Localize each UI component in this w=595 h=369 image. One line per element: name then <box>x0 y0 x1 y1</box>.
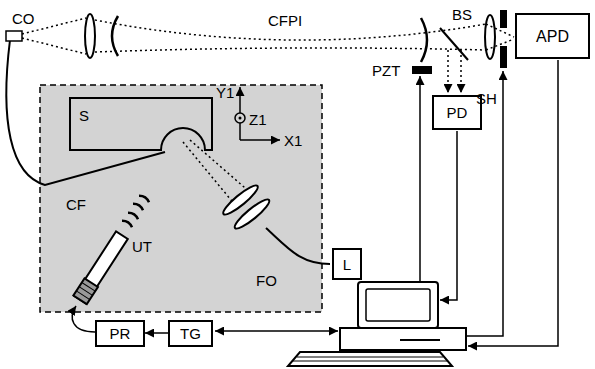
part-label: CF <box>66 196 86 213</box>
sample-stage-region <box>40 85 322 312</box>
part-label: BS <box>452 6 472 23</box>
computer-case <box>340 328 466 350</box>
transducer-body <box>74 231 128 303</box>
control-wire <box>419 76 421 282</box>
shutter <box>500 46 507 68</box>
node-text: PD <box>447 104 468 121</box>
laser-fiber <box>266 228 330 264</box>
keyboard <box>288 352 452 366</box>
axis-dot <box>239 117 242 120</box>
lens <box>85 14 95 58</box>
node-text: S <box>79 107 89 124</box>
piezo-actuator <box>412 66 432 74</box>
monitor-screen <box>366 289 430 321</box>
transducer-connector <box>73 278 98 304</box>
sample-outline-path <box>70 98 212 150</box>
monitor <box>358 282 438 328</box>
axis-arrow <box>240 139 280 141</box>
light-beam <box>22 38 86 54</box>
focusing-lens <box>232 196 272 232</box>
axis-label: Y1 <box>216 84 234 101</box>
cavity-mirror <box>112 16 118 56</box>
keyboard-keys <box>297 357 443 358</box>
ultrasound-wave <box>128 213 138 220</box>
signal-wire <box>440 131 457 300</box>
drive-cable <box>72 306 95 332</box>
part-label: SH <box>476 90 497 107</box>
axis-label: X1 <box>284 132 302 149</box>
node-text: TG <box>180 325 201 342</box>
drive-slot <box>400 339 440 341</box>
laser-box: L <box>332 248 362 280</box>
keyboard-keys <box>293 361 447 362</box>
light-beam <box>447 50 449 93</box>
part-label: PZT <box>372 62 400 79</box>
sample-outline <box>70 98 212 150</box>
part-label: CO <box>12 10 35 27</box>
sample-block: S <box>70 98 212 150</box>
shutter <box>500 10 507 28</box>
ultrasound-wave <box>139 196 149 203</box>
ultrasound-wave <box>133 204 143 211</box>
node-text: PR <box>110 325 131 342</box>
signal-wire <box>468 60 558 346</box>
cavity-mirror <box>421 18 427 62</box>
part-label: CFPI <box>268 12 302 29</box>
light-beam <box>460 50 462 93</box>
ultrasound-wave <box>122 221 132 228</box>
axis-out-of-plane <box>235 113 245 123</box>
light-beam <box>190 140 252 194</box>
beam-splitter <box>440 28 468 60</box>
axis-label: Z1 <box>249 111 267 128</box>
node-text: APD <box>536 28 569 45</box>
instrument-box: TG <box>168 320 213 347</box>
collimator <box>6 31 22 41</box>
signal-connector <box>145 332 168 334</box>
node-text: L <box>343 256 351 273</box>
part-label: FO <box>256 272 277 289</box>
instrument-box: PR <box>95 320 145 347</box>
ultrasonic-transducer <box>73 231 128 304</box>
detector-box: PD <box>432 95 482 130</box>
detector-box: APD <box>515 13 590 59</box>
control-wire <box>215 330 338 332</box>
knurling <box>76 291 89 300</box>
lens <box>485 15 495 59</box>
part-label: UT <box>132 238 152 255</box>
